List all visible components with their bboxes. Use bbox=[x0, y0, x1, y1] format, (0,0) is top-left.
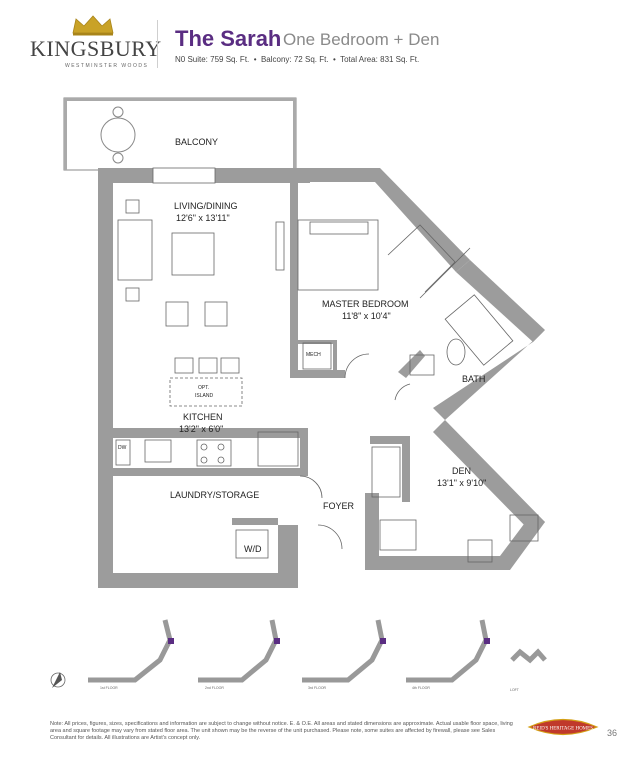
key-plans bbox=[88, 619, 547, 683]
entry-door-swing bbox=[317, 524, 343, 550]
sink-icon bbox=[144, 439, 172, 463]
den-desk-icon bbox=[379, 519, 417, 551]
label-mech: MECH bbox=[306, 352, 321, 358]
svg-text:REID'S HERITAGE HOMES: REID'S HERITAGE HOMES bbox=[533, 727, 593, 732]
label-living-size: 12'6" x 13'11" bbox=[176, 213, 230, 223]
suite-stats: N0 Suite: 759 Sq. Ft. • Balcony: 72 Sq. … bbox=[175, 55, 420, 64]
mech-room bbox=[302, 342, 332, 370]
keyplan-label-3: 3rd FLOOR bbox=[308, 686, 327, 690]
interior-walls bbox=[113, 183, 425, 525]
keyplan-label-loft: LOFT bbox=[510, 688, 519, 692]
brand-name: KINGSBURY bbox=[30, 36, 162, 61]
toilet-icon bbox=[446, 338, 466, 366]
label-master-name: MASTER BEDROOM bbox=[322, 299, 409, 309]
suite-type: One Bedroom + Den bbox=[283, 30, 440, 49]
label-den-name: DEN bbox=[452, 466, 472, 476]
optional-island bbox=[169, 377, 243, 407]
keyplan-label-1: 1st FLOOR bbox=[100, 686, 118, 690]
tv-unit bbox=[275, 221, 285, 271]
fridge-icon bbox=[257, 431, 299, 467]
label-kitchen-name: KITCHEN bbox=[183, 412, 223, 422]
keyplan-label-4: 4th FLOOR bbox=[412, 686, 430, 690]
disclaimer-note: Note: All prices, figures, sizes, specif… bbox=[50, 721, 513, 741]
vanity-icon bbox=[409, 354, 435, 376]
exterior-walls bbox=[98, 168, 545, 588]
balcony-outline bbox=[63, 97, 297, 171]
label-laundry: LAUNDRY/STORAGE bbox=[170, 490, 260, 500]
label-balcony: BALCONY bbox=[175, 137, 219, 147]
den-shelving bbox=[371, 446, 401, 498]
bathtub-icon bbox=[444, 294, 514, 366]
builder-logo: REID'S HERITAGE HOMES bbox=[527, 718, 599, 736]
keyplan-label-2: 2nd FLOOR bbox=[205, 686, 224, 690]
label-bath: BATH bbox=[462, 374, 486, 384]
bedroom-door-swing bbox=[344, 353, 370, 379]
label-island-line1: OPT. bbox=[198, 385, 210, 391]
sofa-icon bbox=[117, 219, 153, 281]
brand-subtitle: WESTMINSTER WOODS bbox=[65, 63, 149, 69]
page-number: 36 bbox=[607, 728, 618, 738]
label-foyer: FOYER bbox=[323, 501, 355, 511]
balcony-table-icon bbox=[100, 117, 136, 153]
stove-icon bbox=[196, 439, 232, 467]
suite-name: The Sarah bbox=[175, 26, 282, 51]
lamp-table bbox=[125, 199, 140, 214]
label-island-line2: ISLAND bbox=[195, 393, 214, 399]
label-dw: DW bbox=[118, 445, 127, 451]
label-living-name: LIVING/DINING bbox=[174, 201, 238, 211]
header-divider bbox=[157, 20, 158, 68]
washer-dryer-icon bbox=[235, 529, 269, 559]
label-master-size: 11'8" x 10'4" bbox=[342, 311, 391, 321]
crown-icon bbox=[72, 15, 114, 36]
north-arrow-icon bbox=[50, 672, 66, 688]
bed-icon bbox=[297, 219, 379, 291]
dining-table-icon bbox=[171, 232, 215, 276]
label-kitchen-size: 13'2" x 6'0" bbox=[179, 424, 224, 434]
label-den-size: 13'1" x 9'10" bbox=[437, 478, 487, 488]
label-wd: W/D bbox=[244, 544, 262, 554]
